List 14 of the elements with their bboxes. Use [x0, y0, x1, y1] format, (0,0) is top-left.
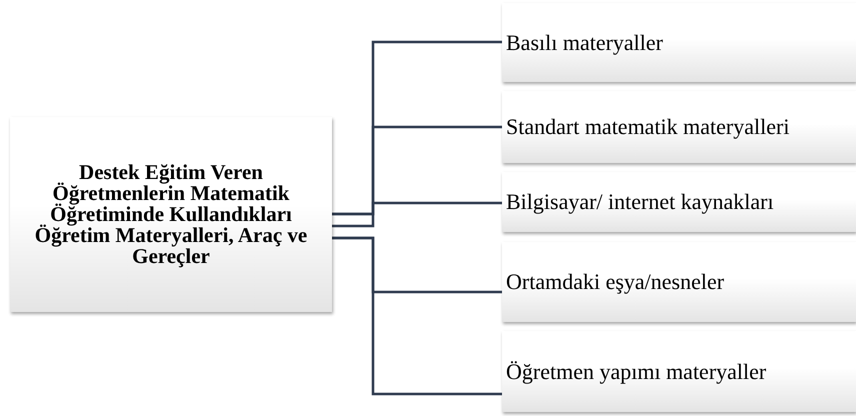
category-box — [502, 172, 856, 232]
category-text: Basılı materyaller — [506, 30, 663, 54]
category-text: Standart matematik materyalleri — [506, 115, 790, 139]
connector-line — [332, 202, 502, 228]
connector-line — [332, 126, 502, 216]
category-box — [502, 242, 856, 322]
main-topic-text: Destek Eğitim Veren Öğretmenlerin Matematik Öğretiminde Kullandıkları Öğretim Materyalleri, Araç ve Gereçler — [34, 162, 308, 267]
category-text: Öğretmen yapımı materyaller — [506, 360, 766, 384]
category-text: Ortamdaki eşya/nesneler — [506, 270, 724, 294]
category-text: Bilgisayar/ internet kaynakları — [506, 190, 774, 214]
category-box — [502, 3, 856, 82]
category-box — [502, 91, 856, 163]
main-topic-box — [10, 117, 332, 312]
category-box — [502, 331, 856, 412]
